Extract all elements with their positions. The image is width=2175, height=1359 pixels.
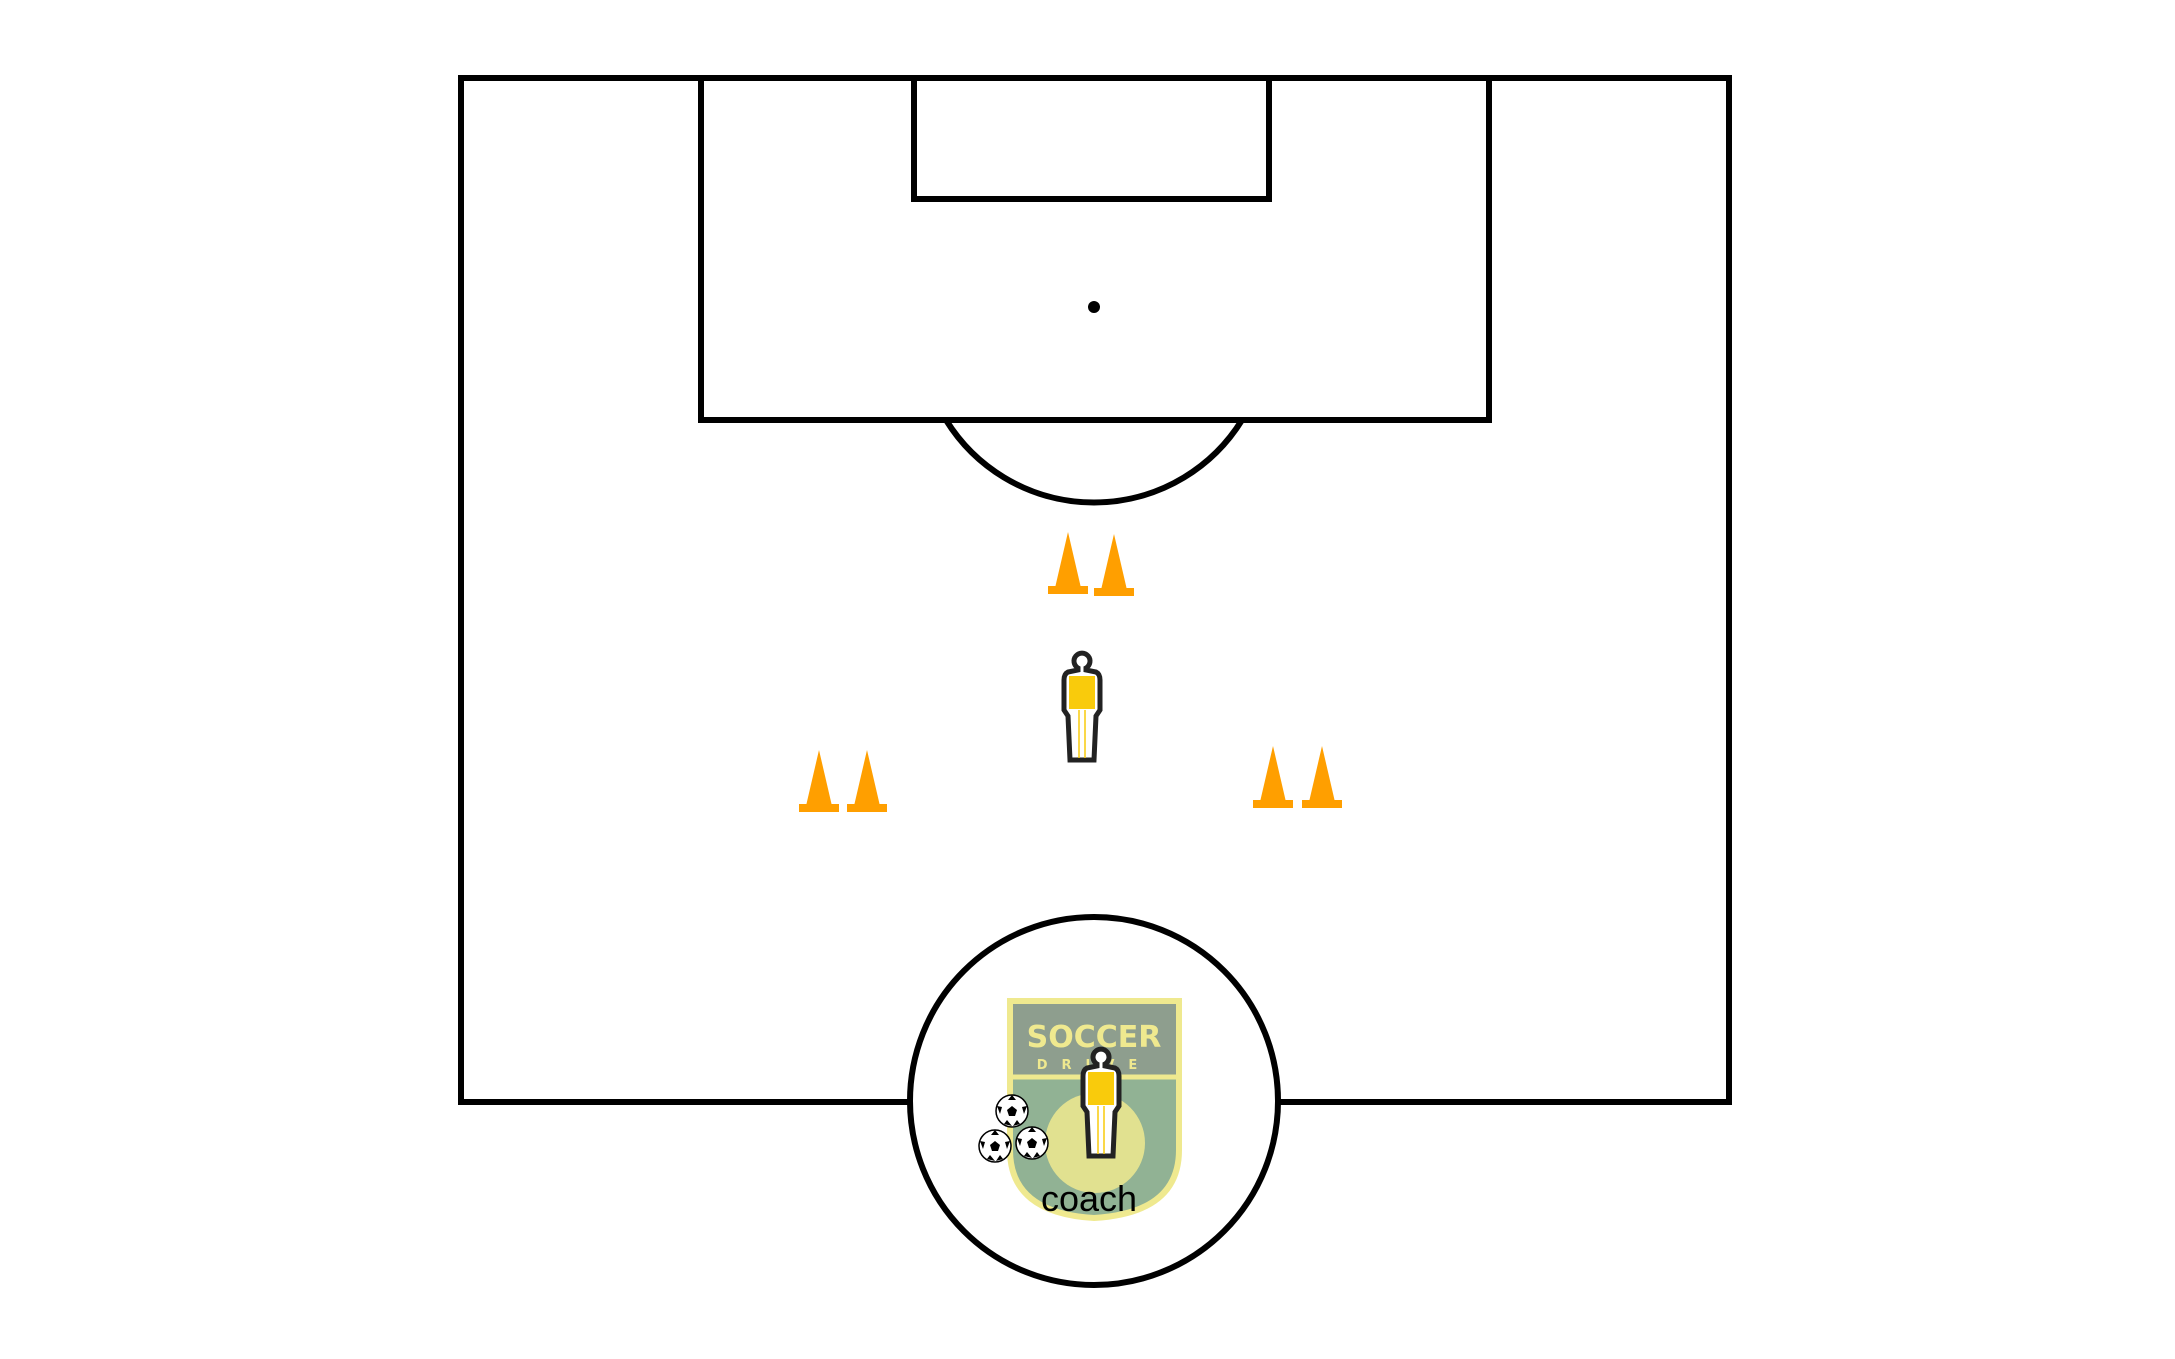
soccer-ball-icon xyxy=(978,1129,1012,1163)
coach-label: coach xyxy=(1041,1178,1137,1219)
cone-icon xyxy=(1253,746,1293,808)
logo-text-soccer: SOCCER xyxy=(1027,1020,1162,1055)
cone-icon xyxy=(1048,532,1088,594)
cone-icon xyxy=(847,750,887,812)
soccer-ball-icon xyxy=(1015,1126,1049,1160)
cone-icon xyxy=(1302,746,1342,808)
cone-icon xyxy=(799,750,839,812)
cone-icon xyxy=(1094,534,1134,596)
soccer-ball-icon xyxy=(995,1094,1029,1128)
penalty-arc xyxy=(943,418,1245,506)
goal-area xyxy=(911,75,1272,202)
penalty-box xyxy=(698,75,1492,423)
penalty-spot xyxy=(1088,301,1100,313)
player-icon xyxy=(1064,653,1100,760)
